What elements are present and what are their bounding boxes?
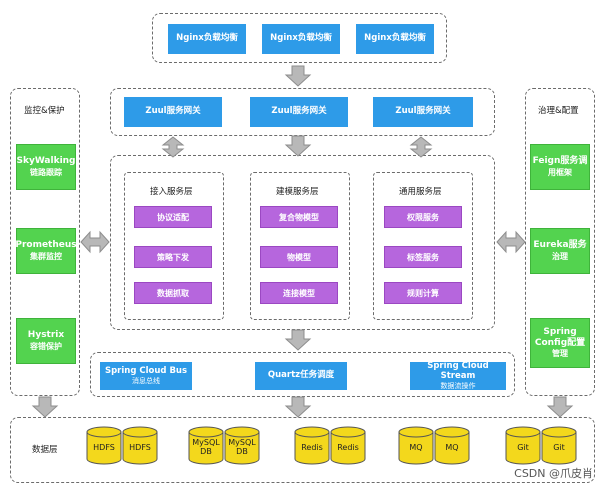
data-layer-title: 数据层 (32, 445, 58, 455)
database-label: Redis (337, 443, 359, 452)
governance-group (525, 88, 595, 396)
feign-desc: 用框架 (548, 167, 572, 177)
arrow-middleware-data (285, 396, 311, 418)
arrow-monitor-data (32, 396, 58, 418)
access-item-1: 协议适配 (134, 206, 212, 228)
prometheus-box: Prometheus 集群监控 (15, 228, 77, 274)
quartz-label: Quartz任务调度 (267, 370, 335, 381)
cylinder-icon (224, 426, 260, 465)
prometheus-label: Prometheus (15, 240, 77, 251)
database-label: HDFS (129, 443, 151, 452)
quartz-scheduler: Quartz任务调度 (255, 362, 347, 390)
access-layer-title: 接入服务层 (150, 187, 193, 197)
cylinder-icon (505, 426, 541, 465)
monitor-group (10, 88, 80, 396)
data-layer (10, 417, 595, 483)
arrow-governance-data (547, 396, 573, 418)
arrow-services-middleware (285, 329, 311, 351)
database-cylinder: HDFS (86, 426, 122, 465)
arrow-zuul-modeling (285, 135, 311, 157)
spring-cloud-stream-desc: 数据流操作 (440, 381, 476, 390)
skywalking-label: SkyWalking (16, 156, 76, 167)
spring-cloud-bus-desc: 消息总线 (132, 376, 160, 385)
monitor-title: 监控&保护 (24, 106, 65, 116)
eureka-label: Eureka服务 (533, 240, 587, 251)
cylinder-icon (86, 426, 122, 465)
cylinder-icon (188, 426, 224, 465)
common-item-2: 标签服务 (384, 246, 462, 268)
nginx-lb-1: Nginx负载均衡 (168, 24, 246, 54)
governance-title: 治理&配置 (538, 106, 579, 116)
hystrix-desc: 容错保护 (30, 341, 62, 351)
feign-label: Feign服务调 (532, 156, 588, 167)
spring-config-label-2: Config配置 (534, 338, 586, 348)
arrow-zuul-access (162, 136, 184, 158)
database-cylinder: Redis (330, 426, 366, 465)
cylinder-icon (330, 426, 366, 465)
database-label: MQ (445, 443, 459, 452)
database-cylinder: Redis (294, 426, 330, 465)
modeling-item-3: 连接模型 (260, 282, 338, 304)
database-cylinder: MQ (434, 426, 470, 465)
access-item-2: 策略下发 (134, 246, 212, 268)
cylinder-icon (434, 426, 470, 465)
modeling-item-2: 物模型 (260, 246, 338, 268)
database-label: MQ (409, 443, 423, 452)
cylinder-icon (294, 426, 330, 465)
feign-box: Feign服务调 用框架 (530, 144, 590, 190)
database-label: Git (517, 443, 529, 452)
cylinder-icon (398, 426, 434, 465)
database-cylinder: HDFS (122, 426, 158, 465)
cylinder-icon (122, 426, 158, 465)
cylinder-icon (541, 426, 577, 465)
watermark: CSDN @爪皮肖 (514, 467, 593, 480)
zuul-gateway-1: Zuul服务网关 (124, 97, 222, 127)
arrow-services-governance (496, 231, 526, 253)
spring-cloud-bus: Spring Cloud Bus 消息总线 (100, 362, 192, 390)
prometheus-desc: 集群监控 (30, 251, 62, 261)
spring-cloud-bus-label: Spring Cloud Bus (104, 366, 188, 377)
zuul-gateway-3: Zuul服务网关 (373, 97, 473, 127)
modeling-item-1: 复合物模型 (260, 206, 338, 228)
skywalking-box: SkyWalking 链路跟踪 (16, 144, 76, 190)
modeling-layer-title: 建模服务层 (276, 187, 319, 197)
hystrix-label: Hystrix (27, 330, 65, 341)
spring-config-label-3: 管理 (552, 349, 568, 359)
database-cylinder: MQ (398, 426, 434, 465)
eureka-box: Eureka服务 治理 (530, 228, 590, 274)
spring-cloud-stream: Spring Cloud Stream 数据流操作 (410, 361, 506, 390)
database-cylinder: Git (505, 426, 541, 465)
database-cylinder: Git (541, 426, 577, 465)
access-layer (124, 172, 224, 320)
database-label: Git (553, 443, 565, 452)
zuul-gateway-2: Zuul服务网关 (250, 97, 348, 127)
modeling-layer (250, 172, 350, 320)
nginx-group (152, 13, 447, 63)
arrow-zuul-common (410, 136, 432, 158)
common-item-3: 规则计算 (384, 282, 462, 304)
database-label: Redis (301, 443, 323, 452)
nginx-lb-2: Nginx负载均衡 (262, 24, 340, 54)
arrow-nginx-zuul (285, 65, 311, 87)
skywalking-desc: 链路跟踪 (30, 167, 62, 177)
common-layer-title: 通用服务层 (399, 187, 442, 197)
spring-config-box: Spring Config配置 管理 (530, 318, 590, 368)
spring-config-label-1: Spring (543, 326, 577, 337)
nginx-lb-3: Nginx负载均衡 (356, 24, 434, 54)
arrow-monitor-services (80, 231, 110, 253)
hystrix-box: Hystrix 容错保护 (16, 318, 76, 364)
common-layer (373, 172, 473, 320)
common-item-1: 权限服务 (384, 206, 462, 228)
access-item-3: 数据抓取 (134, 282, 212, 304)
database-label: HDFS (93, 443, 115, 452)
eureka-desc: 治理 (552, 251, 568, 261)
spring-cloud-stream-label: Spring Cloud Stream (427, 361, 489, 381)
